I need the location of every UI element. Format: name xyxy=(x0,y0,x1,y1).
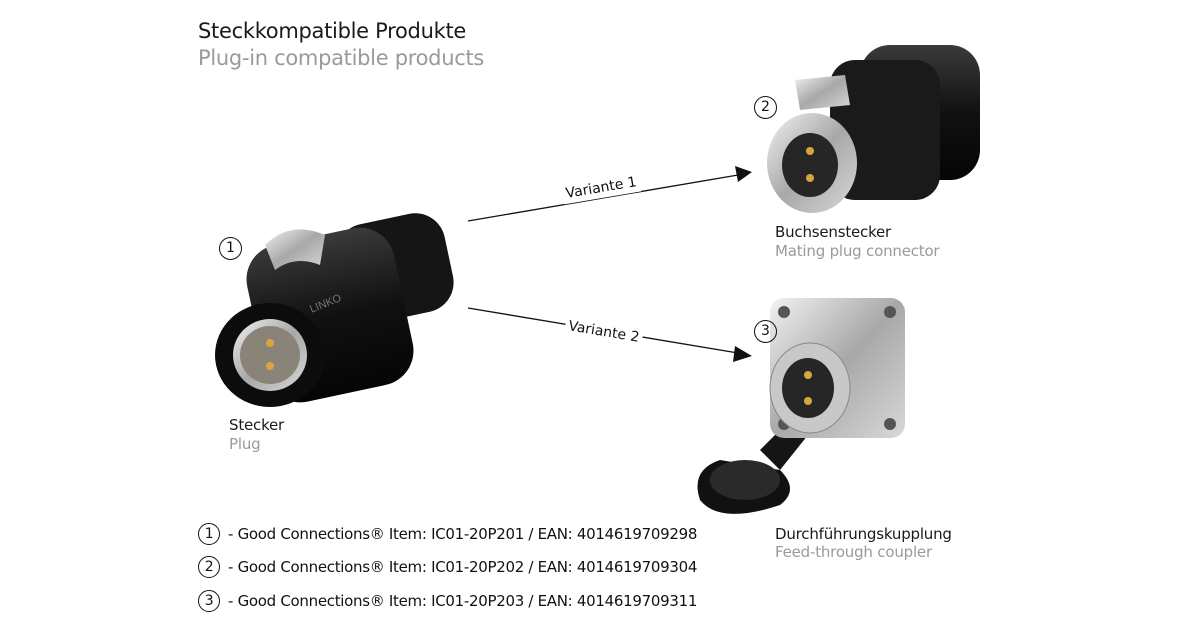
product-1-label: Stecker xyxy=(229,416,285,434)
page-title: Steckkompatible Produkte xyxy=(198,19,467,43)
item-list-entry-1: 1 - Good Connections® Item: IC01-20P201 … xyxy=(198,523,697,545)
item-list-entry-2: 2 - Good Connections® Item: IC01-20P202 … xyxy=(198,556,697,578)
item-2-text: - Good Connections® Item: IC01-20P202 / … xyxy=(228,558,698,576)
product-1-sublabel: Plug xyxy=(229,435,261,453)
product-2-sublabel: Mating plug connector xyxy=(775,242,940,260)
item-1-text: - Good Connections® Item: IC01-20P201 / … xyxy=(228,525,698,543)
item-3-text: - Good Connections® Item: IC01-20P203 / … xyxy=(228,592,698,610)
arrow-variante-1: Variante 1 xyxy=(467,166,752,222)
item-list-entry-3: 3 - Good Connections® Item: IC01-20P203 … xyxy=(198,590,697,612)
item-1-number: 1 xyxy=(198,523,220,545)
arrow-variante-2: Variante 2 xyxy=(467,307,752,362)
page-subtitle: Plug-in compatible products xyxy=(198,46,485,70)
item-2-number: 2 xyxy=(198,556,220,578)
mating-plug-connector-image xyxy=(767,45,980,213)
product-2-label: Buchsenstecker xyxy=(775,223,892,241)
feed-through-coupler-image xyxy=(697,298,905,514)
product-3-number: 3 xyxy=(754,320,777,343)
product-3-sublabel: Feed-through coupler xyxy=(775,543,932,561)
product-2-number: 2 xyxy=(754,96,777,119)
product-3-label: Durchführungskupplung xyxy=(775,525,952,543)
item-3-number: 3 xyxy=(198,590,220,612)
product-1-number: 1 xyxy=(219,237,242,260)
plug-connector-image: LINKO xyxy=(215,213,454,407)
